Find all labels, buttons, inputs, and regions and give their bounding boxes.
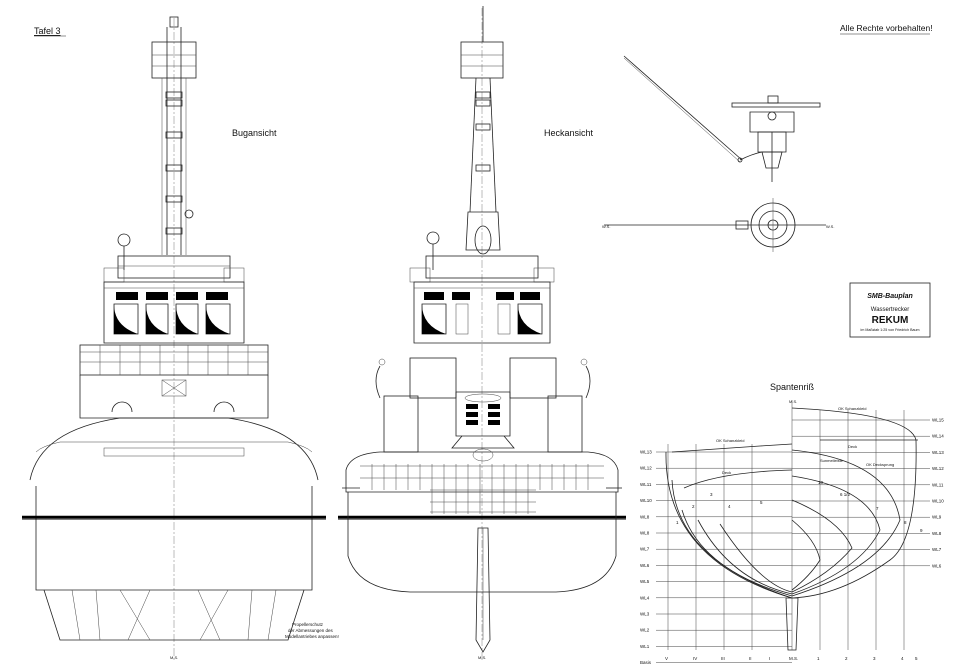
frame-num-2: 2 [692, 504, 695, 509]
frame-label-bottom: 1 [817, 656, 820, 661]
plate-number: Tafel 3 [34, 26, 61, 36]
deck-label: Deck [722, 470, 731, 475]
title-subtitle: Wassertrecker [871, 307, 909, 313]
waterline-label-right: WL12 [932, 466, 944, 471]
frame-num-9: 9 [920, 528, 923, 533]
deck-label-right: Deck [848, 444, 857, 449]
waterline-label-left: WL2 [640, 628, 650, 633]
frame-label-bottom: 2 [845, 656, 848, 661]
waterline-label-right: WL10 [932, 499, 944, 504]
rights-notice: Alle Rechte vorbehalten! [840, 23, 933, 33]
bow-view-title: Bugansicht [232, 128, 277, 138]
body-plan-title: Spantenriß [770, 382, 815, 392]
waterline-label-left: WL12 [640, 466, 652, 471]
waterline-label-right: WL8 [932, 531, 942, 536]
ok-decksprung-label: OK Decksprung [866, 462, 894, 467]
body-plan: Spantenriß M.S. [640, 382, 944, 665]
mast-detail: W.S. W.S. [602, 55, 834, 252]
frame-num-8: 8 [904, 520, 907, 525]
ok-schanzkleid-left: OK Schanzkleid [716, 438, 744, 443]
title-scale: im Maßstab 1:25 von Friedrich Baum [861, 328, 920, 332]
waterline-label-left: WL10 [640, 498, 652, 503]
waterline-label-right: WL7 [932, 547, 942, 552]
frame-num-6-half: 6 1/2 [840, 492, 851, 497]
frame-label-bottom: II [749, 656, 752, 661]
waterline-label-right: WL6 [932, 563, 942, 568]
waterline-label-right: WL11 [932, 482, 944, 487]
ok-schanzkleid-right: OK Schanzkleid [838, 406, 866, 411]
frame-label-bottom: 3 [873, 656, 876, 661]
frame-label-bottom: I [769, 656, 770, 661]
propeller-note-3: Modellantriebes anpassen! [285, 634, 339, 639]
top-ms-label: M.S. [789, 399, 797, 404]
frame-num-4: 4 [728, 504, 731, 509]
frame-label-bottom: 4 [901, 656, 904, 661]
sunmelleiste-label: Sunmelleiste [820, 458, 844, 463]
waterline-label-left: WL11 [640, 482, 652, 487]
frame-label-bottom: 5 [915, 656, 918, 661]
frame-label-bottom: M.S. [789, 656, 798, 661]
waterline-label-left: WL6 [640, 563, 650, 568]
ws-right-label: W.S. [826, 224, 834, 229]
title-header: SMB-Bauplan [867, 293, 913, 300]
waterline-label-right: WL13 [932, 450, 944, 455]
propeller-note-1: Propellerschutz [292, 622, 324, 627]
waterline-label-right: WL15 [932, 418, 944, 423]
frame-label-bottom: III [721, 656, 725, 661]
waterline-label-left: WL7 [640, 547, 650, 552]
title-block: SMB-Bauplan Wassertrecker REKUM im Maßst… [849, 282, 931, 338]
title-name: REKUM [872, 315, 909, 326]
stern-view-title: Heckansicht [544, 128, 594, 138]
propeller-note-2: der Abmessungen des [288, 628, 334, 633]
ws-left-label: W.S. [602, 224, 610, 229]
stern-ms-label: M.S. [478, 655, 486, 660]
frame-num-3: 3 [710, 492, 713, 497]
waterline-label-left: WL3 [640, 612, 650, 617]
waterline-label-left: WL8 [640, 531, 650, 536]
bow-ms-label: M.S. [170, 655, 178, 660]
waterline-label-left: WL8 [640, 514, 650, 519]
waterline-label-right: WL9 [932, 515, 942, 520]
waterline-label-left: Basis [640, 660, 652, 665]
waterline-label-right: WL14 [932, 434, 944, 439]
frame-label-bottom: V [665, 656, 668, 661]
frame-num-5: 5 [760, 500, 763, 505]
stern-view: Heckansicht [338, 6, 626, 660]
frame-num-1: 1 [676, 520, 679, 525]
waterline-label-left: WL4 [640, 595, 650, 600]
waterline-label-left: WL5 [640, 579, 650, 584]
frame-num-7: 7 [876, 506, 879, 511]
frame-num-10: 10 [818, 480, 824, 485]
waterline-label-left: WL1 [640, 644, 650, 649]
frame-label-bottom: IV [693, 656, 697, 661]
bow-view: Bugansicht [22, 16, 339, 660]
waterline-label-left: WL13 [640, 450, 652, 455]
